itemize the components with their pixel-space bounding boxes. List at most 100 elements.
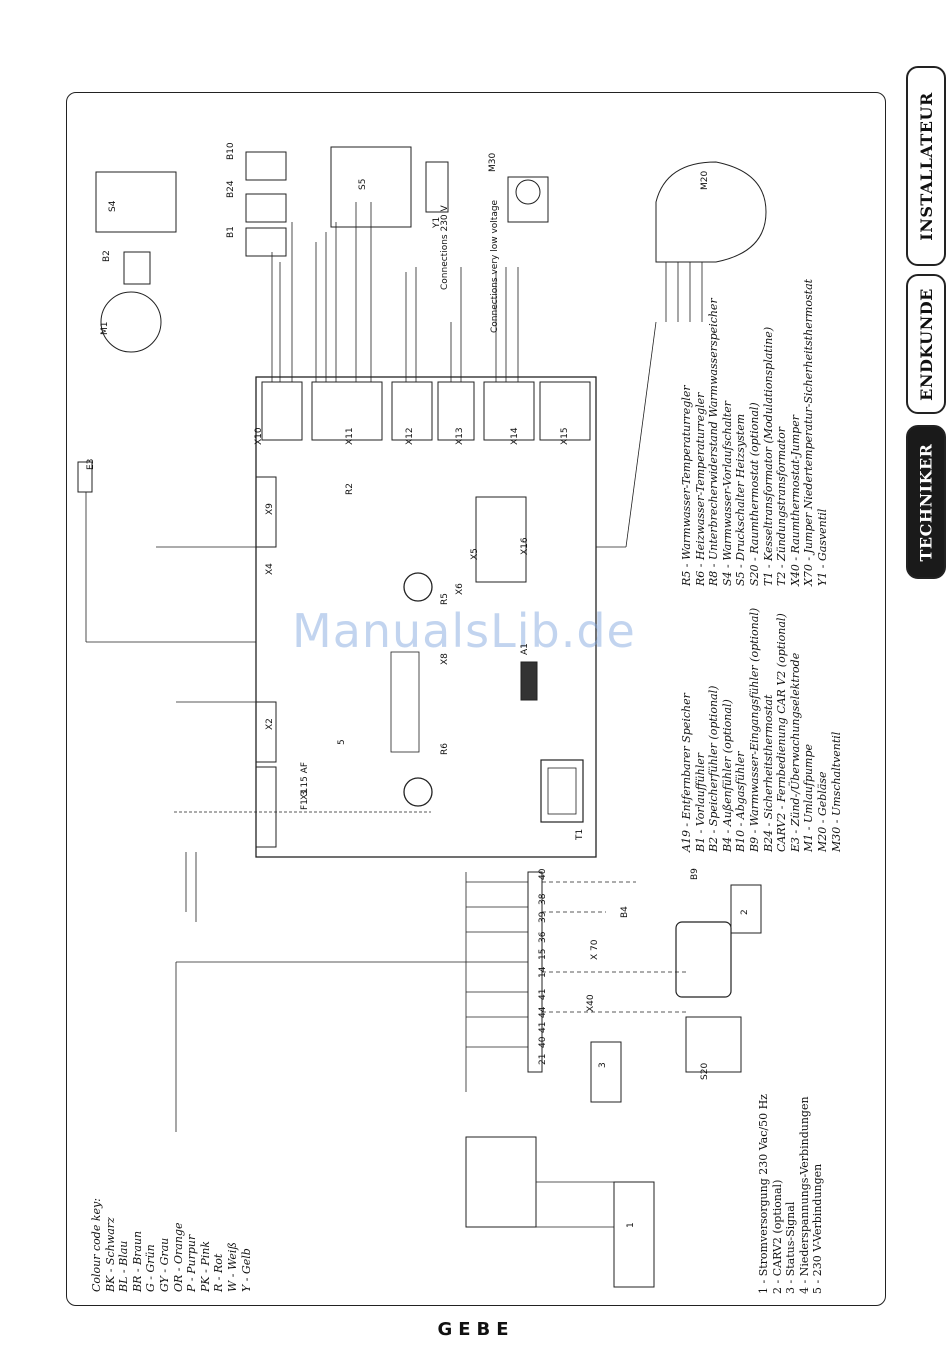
left-bus [85, 492, 467, 1132]
box-2 [730, 884, 762, 934]
terminal-label: 41 [538, 988, 548, 1000]
colour-key-item: G - Grün [144, 1244, 158, 1292]
component-label: B4 [620, 906, 630, 918]
component-label: E3 [86, 458, 96, 470]
logo-text: GEBE [437, 1319, 514, 1339]
component-label: M20 [700, 170, 710, 190]
box-label: 1 [626, 1222, 636, 1228]
power-terminals [465, 1136, 537, 1228]
component-legend-item: B2 - Speicherfühler (optional) [707, 685, 721, 852]
component-legend-item: T2 - Zündungstransformator [775, 427, 789, 586]
watermark: ManualsLib.de [292, 604, 636, 658]
component-label: B10 [226, 142, 236, 160]
remote-carv2 [675, 921, 732, 998]
connector-label: X16 [520, 537, 530, 555]
terminal-label: 15 [538, 948, 548, 960]
component-legend-item: B1 - Vorlauffühler [693, 752, 707, 852]
connection-legend-item: 5 - 230 V-Verbindungen [811, 1163, 825, 1294]
component-legend-item: T1 - Kesseltransformator (Modulationspla… [761, 326, 775, 586]
box-1 [613, 1181, 655, 1288]
connection-legend-item: 2 - CARV2 (optional) [770, 1179, 784, 1294]
terminal-label: 14 [538, 966, 548, 978]
tab-techniker-label: TECHNIKER [916, 443, 936, 561]
connector-label: X6 [455, 583, 465, 595]
connector-label: X1 [300, 788, 310, 800]
chip-a1 [520, 661, 538, 701]
component-label: B24 [226, 180, 236, 198]
connector-label: X14 [510, 427, 520, 445]
pot-r5 [403, 777, 433, 807]
connection-note: Connections very low voltage [490, 199, 500, 333]
box-label: 2 [740, 909, 750, 915]
connector-label: X9 [265, 503, 275, 515]
component-legend-item: M30 - Umschaltventil [829, 731, 843, 852]
component-legend-item: X40 - Raumthermostat-Jumper [788, 415, 802, 586]
tab-techniker[interactable]: TECHNIKER [906, 425, 946, 579]
component-legend-2: R5 - Warmwasser-Temperaturregler R6 - He… [680, 279, 830, 586]
terminal-label: 44 [538, 1006, 548, 1018]
component-legend-item: S20 - Raumthermostat (optional) [747, 402, 761, 586]
component-label: R5 [440, 593, 450, 605]
component-legend-item: CARV2 - Fernbedienung CAR V2 (optional) [775, 613, 789, 852]
tab-installateur-label: INSTALLATEUR [916, 91, 936, 241]
component-label: X40 [586, 994, 596, 1012]
connector-label: X13 [455, 427, 465, 445]
colour-key-item: PK - Pink [198, 1241, 212, 1292]
terminal-label: 39 [538, 911, 548, 923]
terminal-label: 21 [538, 1053, 548, 1065]
connector-label: X15 [560, 427, 570, 445]
component-legend-item: Y1 - Gasventil [815, 508, 829, 586]
component-label: S20 [700, 1062, 710, 1080]
component-legend-item: X70 - Jumper Niedertemperatur-Sicherheit… [802, 278, 816, 586]
connection-legend-item: 3 - Status-Signal [784, 1201, 798, 1294]
colour-key-item: GY - Grau [157, 1237, 171, 1292]
component-label: B9 [690, 868, 700, 880]
room-thermostat-s20 [685, 1016, 742, 1073]
terminal-label: 41 [538, 1021, 548, 1033]
component-label: S4 [108, 200, 118, 212]
wiring-diagram [77, 146, 767, 1288]
top-connectors [261, 381, 591, 441]
connector-label: X4 [265, 563, 275, 575]
component-legend-item: S5 - Druckschalter Heizsystem [734, 413, 748, 586]
tab-installateur[interactable]: INSTALLATEUR [906, 66, 946, 266]
component-legend-item: R8 - Unterbrecherwiderstand Warmwassersp… [707, 298, 721, 586]
left-connectors [255, 476, 527, 848]
component-label: M30 [488, 152, 498, 172]
colour-key-title: Colour code key: [90, 1198, 103, 1292]
component-legend-item: A19 - Entfernbarer Speicher [680, 693, 693, 852]
component-legend-item: R5 - Warmwasser-Temperaturregler [680, 385, 693, 586]
component-label: X 70 [590, 939, 600, 960]
component-legend-1: A19 - Entfernbarer Speicher B1 - Vorlauf… [680, 608, 843, 852]
colour-key-item: P - Purpur [185, 1234, 199, 1292]
component-legend-item: S4 - Warmwasser-Vorlaufschalter [720, 401, 734, 586]
colour-key-item: BR - Braun [130, 1230, 144, 1292]
component-label: F1 3.15 AF [300, 762, 310, 810]
colour-key-item: R - Rot [212, 1253, 226, 1292]
connector-label: X8 [440, 653, 450, 665]
component-legend-item: R6 - Heizwasser-Temperaturregler [693, 392, 707, 586]
connector-label: X5 [470, 548, 480, 560]
connection-note: Connections 230 V [440, 205, 450, 290]
connection-legend: 1 - Stromversorgung 230 Vac/50 Hz 2 - CA… [757, 1094, 825, 1294]
diagram-frame [66, 92, 886, 1306]
pot-r6 [403, 572, 433, 602]
tab-endkunde[interactable]: ENDKUNDE [906, 274, 946, 414]
component-label: T1 [575, 828, 585, 840]
component-label: B1 [226, 226, 236, 238]
box-label: 3 [598, 1062, 608, 1068]
terminal-label: 38 [538, 893, 548, 905]
connector-label: X12 [405, 427, 415, 445]
colour-key-item: W - Weiß [225, 1242, 239, 1292]
component-label: S5 [358, 178, 368, 190]
component-legend-item: M1 - Umlaufpumpe [802, 743, 816, 852]
connector-label: X11 [345, 427, 355, 445]
terminal-label: 40 [538, 1036, 548, 1048]
terminal-label: 40 [538, 868, 548, 880]
gebe-logo: GEBE [437, 1319, 514, 1339]
connector-label: X10 [254, 427, 264, 445]
component-label: A1 [520, 643, 530, 655]
component-legend-item: B4 - Außenfühler (optional) [720, 699, 734, 852]
box-3 [590, 1041, 622, 1103]
sensor-symbols [77, 146, 767, 493]
